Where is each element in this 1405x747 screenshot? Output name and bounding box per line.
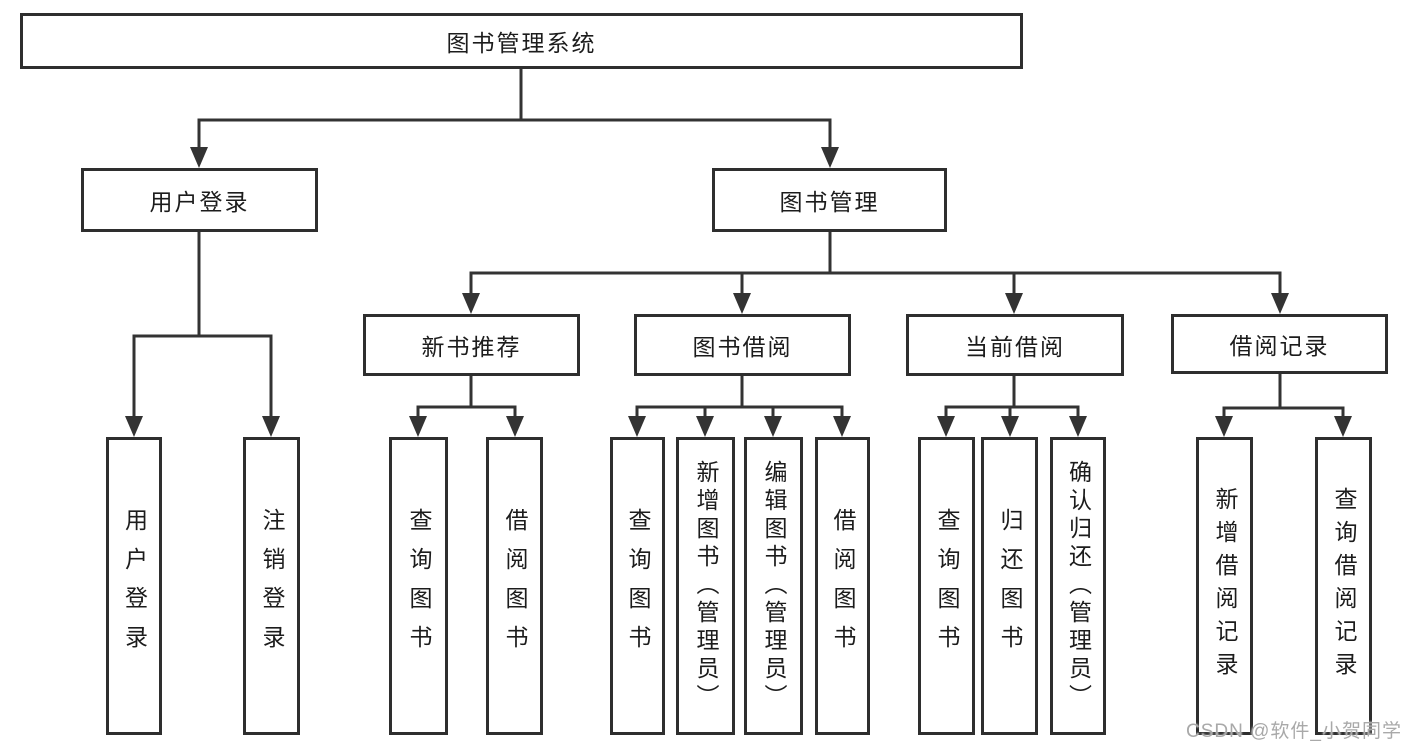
leaf-user-login: 用户登录 — [106, 437, 162, 735]
node-user-login: 用户登录 — [81, 168, 318, 232]
arrowhead — [1001, 416, 1019, 437]
connector-book-borrow-to-leaves — [628, 376, 851, 437]
arrowhead — [190, 147, 208, 168]
node-book-management-label: 图书管理 — [779, 189, 880, 215]
arrowhead — [733, 293, 751, 314]
node-borrow-records-label: 借阅记录 — [1229, 333, 1330, 359]
leaf-logout-label: 注销登录 — [259, 508, 285, 664]
arrowhead — [628, 416, 646, 437]
leaf-return-books-label: 归还图书 — [997, 508, 1023, 664]
arrowhead — [833, 416, 851, 437]
arrowhead — [1271, 293, 1289, 314]
node-new-book-recommend-label: 新书推荐 — [421, 334, 522, 360]
node-root: 图书管理系统 — [20, 13, 1023, 69]
arrowhead — [262, 416, 280, 437]
arrowhead — [125, 416, 143, 437]
leaf-query-borrow-record: 查询借阅记录 — [1315, 437, 1372, 735]
connector-borrow-records-to-leaves — [1215, 374, 1352, 437]
leaf-query-books-current-label: 查询图书 — [934, 508, 960, 664]
leaf-query-borrow-record-label: 查询借阅记录 — [1331, 487, 1357, 685]
leaf-borrow-books: 借阅图书 — [815, 437, 870, 735]
connector-root-to-level2 — [190, 69, 839, 168]
node-current-borrow: 当前借阅 — [906, 314, 1124, 376]
arrowhead — [506, 416, 524, 437]
leaf-query-books-borrow: 查询图书 — [610, 437, 665, 735]
leaf-query-books-current: 查询图书 — [918, 437, 975, 735]
arrowhead — [821, 147, 839, 168]
leaf-query-books-recommend: 查询图书 — [389, 437, 448, 735]
node-borrow-records: 借阅记录 — [1171, 314, 1388, 374]
node-current-borrow-label: 当前借阅 — [965, 334, 1065, 360]
leaf-borrow-books-recommend: 借阅图书 — [486, 437, 543, 735]
node-root-label: 图书管理系统 — [446, 30, 597, 56]
leaf-confirm-return-admin: 确认归还（管理员） — [1050, 437, 1106, 735]
node-new-book-recommend: 新书推荐 — [363, 314, 580, 376]
leaf-add-borrow-record-label: 新增借阅记录 — [1212, 487, 1238, 685]
watermark: CSDN @软件_小贺同学 — [1186, 721, 1402, 742]
arrowhead — [1334, 416, 1352, 437]
node-user-login-label: 用户登录 — [149, 189, 250, 215]
arrowhead — [409, 416, 427, 437]
arrowhead — [937, 416, 955, 437]
leaf-return-books: 归还图书 — [981, 437, 1038, 735]
leaf-edit-books-admin: 编辑图书（管理员） — [744, 437, 803, 735]
arrowhead — [1069, 416, 1087, 437]
connector-new-book-recommend-to-leaves — [409, 376, 524, 437]
leaf-query-books-borrow-label: 查询图书 — [625, 508, 651, 664]
leaf-add-borrow-record: 新增借阅记录 — [1196, 437, 1253, 735]
leaf-logout: 注销登录 — [243, 437, 300, 735]
connector-current-borrow-to-leaves — [937, 376, 1087, 437]
leaf-user-login-label: 用户登录 — [121, 508, 148, 664]
arrowhead — [764, 416, 782, 437]
leaf-add-books-admin: 新增图书（管理员） — [676, 437, 735, 735]
arrowhead — [1215, 416, 1233, 437]
connector-user-login-to-leaves — [125, 232, 280, 437]
arrowhead — [1005, 293, 1023, 314]
leaf-edit-books-admin-label: 编辑图书（管理员） — [761, 460, 787, 712]
leaf-borrow-books-recommend-label: 借阅图书 — [502, 508, 528, 664]
node-book-borrow-label: 图书借阅 — [692, 334, 793, 360]
arrowhead — [462, 293, 480, 314]
arrowhead — [696, 416, 714, 437]
node-book-borrow: 图书借阅 — [634, 314, 851, 376]
leaf-confirm-return-admin-label: 确认归还（管理员） — [1065, 460, 1092, 712]
leaf-add-books-admin-label: 新增图书（管理员） — [693, 460, 719, 712]
node-book-management: 图书管理 — [712, 168, 947, 232]
connector-book-management-to-level3 — [462, 232, 1289, 314]
leaf-query-books-recommend-label: 查询图书 — [406, 508, 432, 664]
leaf-borrow-books-label: 借阅图书 — [830, 508, 856, 664]
